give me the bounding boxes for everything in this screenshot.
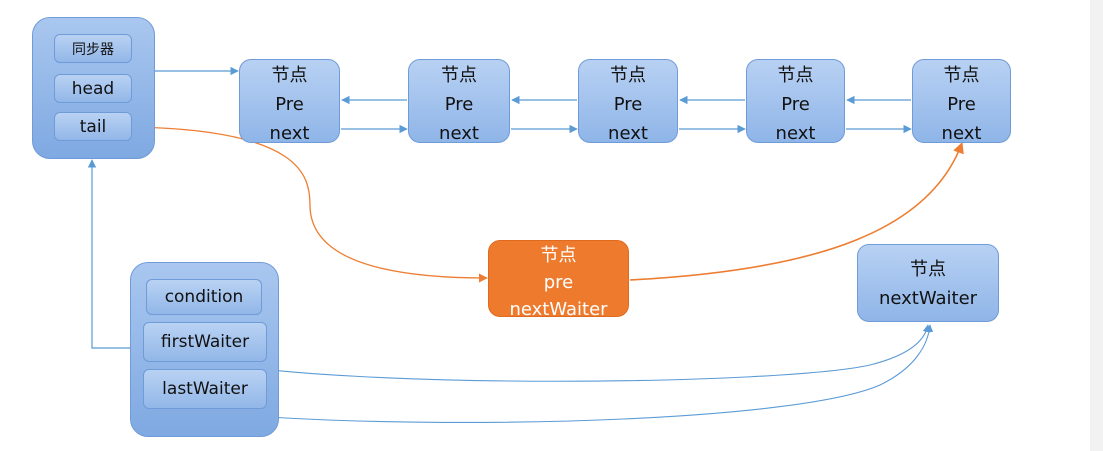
node-next: next xyxy=(439,123,479,144)
waiter-node-next-waiter: nextWaiter xyxy=(878,288,978,309)
node-title: 节点 xyxy=(441,65,477,86)
queue-node: 节点 Pre next xyxy=(239,59,340,144)
new-node-to-last-node-arrow xyxy=(629,141,964,281)
node-next: next xyxy=(941,123,982,144)
sync-title-field: 同步器 xyxy=(54,34,132,63)
new-node-pre: pre xyxy=(543,272,574,293)
node-pre: Pre xyxy=(275,94,304,115)
new-waiter-node: 节点 pre nextWaiter xyxy=(488,240,629,320)
tail-label: tail xyxy=(79,116,107,137)
condition-to-sync-arrow xyxy=(87,159,130,349)
node-next: next xyxy=(269,123,310,144)
scrollbar[interactable] xyxy=(1090,0,1103,451)
tail-to-new-node-arrow xyxy=(132,126,488,283)
waiter-node-title: 节点 xyxy=(910,259,946,280)
last-waiter-label: lastWaiter xyxy=(162,379,248,399)
queue-node: 节点 Pre next xyxy=(578,59,678,144)
node-next: next xyxy=(608,123,648,144)
queue-node: 节点 Pre next xyxy=(746,59,845,144)
node-title: 节点 xyxy=(777,65,814,86)
first-waiter-label: firstWaiter xyxy=(160,332,250,352)
node-title: 节点 xyxy=(610,65,646,86)
new-node-title: 节点 xyxy=(540,245,577,266)
node-title: 节点 xyxy=(271,65,308,86)
head-field: head xyxy=(54,74,132,103)
last-waiter-field: lastWaiter xyxy=(143,369,267,409)
node-pre: Pre xyxy=(781,94,810,115)
condition-group: condition firstWaiter lastWaiter xyxy=(130,262,279,437)
condition-label: condition xyxy=(164,287,244,307)
queue-node: 节点 Pre next xyxy=(912,59,1011,144)
new-node-next-waiter: nextWaiter xyxy=(509,299,608,320)
sync-title-label: 同步器 xyxy=(72,41,114,58)
node-next: next xyxy=(775,123,816,144)
head-label: head xyxy=(71,78,115,99)
node-pre: Pre xyxy=(444,94,474,115)
node-pre: Pre xyxy=(947,94,976,115)
node-pre: Pre xyxy=(613,94,643,115)
tail-field: tail xyxy=(54,112,132,141)
waiter-node: 节点 nextWaiter xyxy=(857,244,999,322)
condition-field: condition xyxy=(146,279,262,315)
sync-group: 同步器 head tail xyxy=(32,17,155,159)
first-waiter-to-waiter-arrow xyxy=(199,324,931,382)
node-title: 节点 xyxy=(943,65,980,86)
last-waiter-to-waiter-arrow xyxy=(267,324,934,424)
queue-node: 节点 Pre next xyxy=(408,59,510,144)
first-waiter-field: firstWaiter xyxy=(143,322,267,362)
